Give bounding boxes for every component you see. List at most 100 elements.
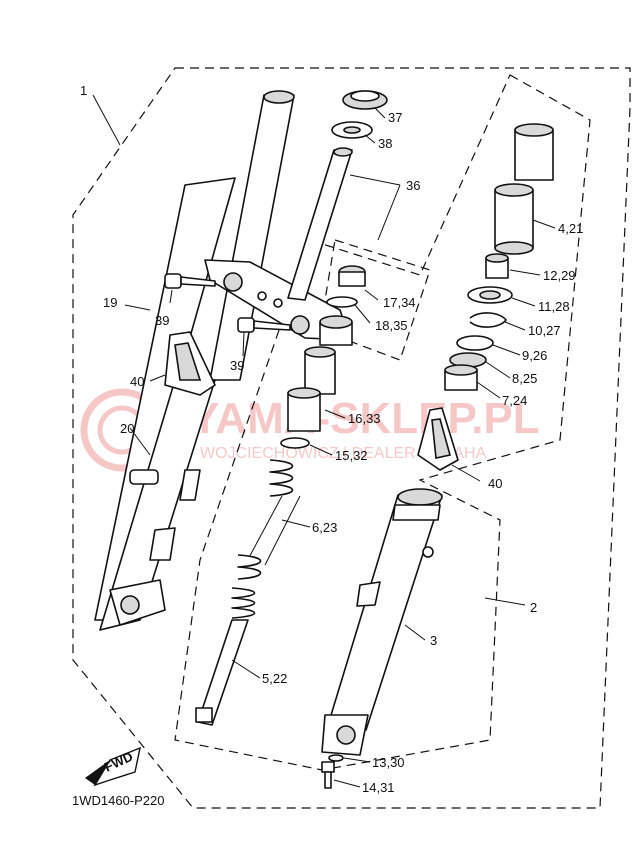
leader-40b — [451, 464, 481, 482]
rod-spring — [231, 587, 256, 619]
leader-37 — [374, 107, 386, 119]
callout-4-21: 4,21 — [558, 221, 583, 236]
leader-1330 — [343, 757, 371, 763]
pinch-bolt-upper-head — [164, 273, 182, 289]
leader-421 — [532, 219, 556, 229]
left-inner-tube-top — [263, 90, 295, 104]
leader-2 — [484, 597, 526, 606]
part-6-spring — [237, 459, 301, 580]
spring-coils-bottom — [237, 554, 262, 580]
lower-bracket-left-bore — [223, 272, 243, 292]
callout-1: 1 — [80, 83, 87, 98]
callout-18-35: 18,35 — [375, 318, 408, 333]
callout-40-right: 40 — [488, 476, 502, 491]
leader-1532 — [309, 444, 333, 456]
part-16-spacer-top — [304, 346, 336, 358]
leader-1128 — [511, 297, 536, 307]
leader-1431 — [333, 779, 361, 788]
pinch-bolt-lower-shank — [253, 320, 291, 331]
lower-bracket-hole-b — [273, 298, 283, 308]
callout-8-25: 8,25 — [512, 371, 537, 386]
part-16-collar-top — [319, 315, 353, 329]
callout-7-24: 7,24 — [502, 393, 527, 408]
callout-labels: 1 2 3 19 39 39 40 40 20 37 38 36 17,34 1… — [80, 83, 583, 795]
callout-2: 2 — [530, 600, 537, 615]
outer-tube-collar — [392, 504, 441, 521]
damper-assembly-36 — [287, 90, 388, 301]
callout-37: 37 — [388, 110, 402, 125]
callout-10-27: 10,27 — [528, 323, 561, 338]
left-inner-tube — [209, 94, 295, 381]
part-38-washer-hole — [343, 126, 361, 134]
leader-1734 — [364, 289, 379, 301]
callout-20: 20 — [120, 421, 134, 436]
fwd-direction-badge: FWD — [85, 746, 141, 787]
spring-body-right — [264, 495, 301, 566]
part-16b-spacer — [287, 392, 321, 432]
right-internals — [444, 123, 554, 391]
caliper-mount-lower — [149, 527, 176, 561]
callout-6-23: 6,23 — [312, 520, 337, 535]
part-14-bolt-shank — [324, 771, 332, 789]
part-11-seal-hole — [479, 290, 501, 300]
outer-tube-bracket — [356, 581, 381, 607]
caliper-mount-upper — [179, 469, 201, 501]
part-4-bushing-lower-top — [494, 183, 534, 197]
callout-40-left: 40 — [130, 374, 144, 389]
part-37-cap-inner — [350, 90, 380, 102]
part-18-oring — [326, 296, 358, 308]
part-7-dust-seal-top — [444, 364, 478, 376]
callout-39-lower: 39 — [230, 358, 244, 373]
callout-11-28: 11,28 — [538, 299, 570, 314]
leader-724 — [476, 381, 501, 399]
leader-522 — [231, 659, 261, 679]
part-15-washer — [280, 437, 310, 449]
part-10-circlip — [469, 312, 507, 328]
part-17-cap-bolt-body — [338, 271, 366, 287]
part-4-bushing-upper-top — [514, 123, 554, 137]
assembly-boundaries — [72, 67, 631, 809]
part-16b-spacer-top — [287, 387, 321, 399]
leader-36 — [349, 174, 401, 241]
outer-tube-mouth — [397, 488, 443, 506]
leader-20 — [129, 427, 151, 456]
leader-lines — [92, 94, 556, 788]
left-fork-leg — [94, 90, 295, 631]
rod-shaft — [197, 619, 249, 726]
watermark-subtitle: WOJCIECHOWICZ | DEALER YAMAHA — [200, 445, 487, 462]
fork-guard-left — [164, 331, 216, 396]
cap-bolt-group — [319, 265, 366, 346]
part-5-damper-rod — [195, 587, 256, 726]
diagram-code: 1WD1460-P220 — [72, 793, 165, 808]
callout-15-32: 15,32 — [335, 448, 368, 463]
bottom-bolt-group — [321, 754, 344, 789]
callout-39-upper: 39 — [155, 313, 169, 328]
outer-tube-axle-bore — [336, 725, 356, 745]
leader-39b — [242, 331, 245, 357]
leader-926 — [492, 344, 521, 356]
fork-assembly-1-boundary — [72, 67, 631, 809]
leader-1 — [92, 94, 121, 146]
fork-guard-right-window — [431, 418, 451, 459]
leader-1229 — [509, 269, 541, 276]
outer-tube-body — [327, 494, 443, 731]
leader-1835 — [354, 304, 371, 324]
lower-bracket-right-bore — [290, 315, 310, 335]
part-9-washer — [456, 335, 494, 351]
callout-14-31: 14,31 — [362, 780, 395, 795]
outer-tube-boss — [422, 546, 434, 558]
leader-1633 — [324, 409, 346, 419]
callout-16-33: 16,33 — [348, 411, 381, 426]
callout-13-30: 13,30 — [372, 755, 405, 770]
part-4-bushing-lower — [494, 189, 534, 249]
leader-40a — [149, 374, 166, 382]
left-bracket — [129, 469, 159, 485]
callout-36: 36 — [406, 178, 420, 193]
fork-guard-right — [417, 407, 459, 471]
part-14-bolt-head — [321, 761, 335, 773]
leader-19 — [124, 304, 151, 311]
part-3-outer-tube — [321, 488, 443, 756]
fork-guard-left-window — [174, 342, 202, 381]
